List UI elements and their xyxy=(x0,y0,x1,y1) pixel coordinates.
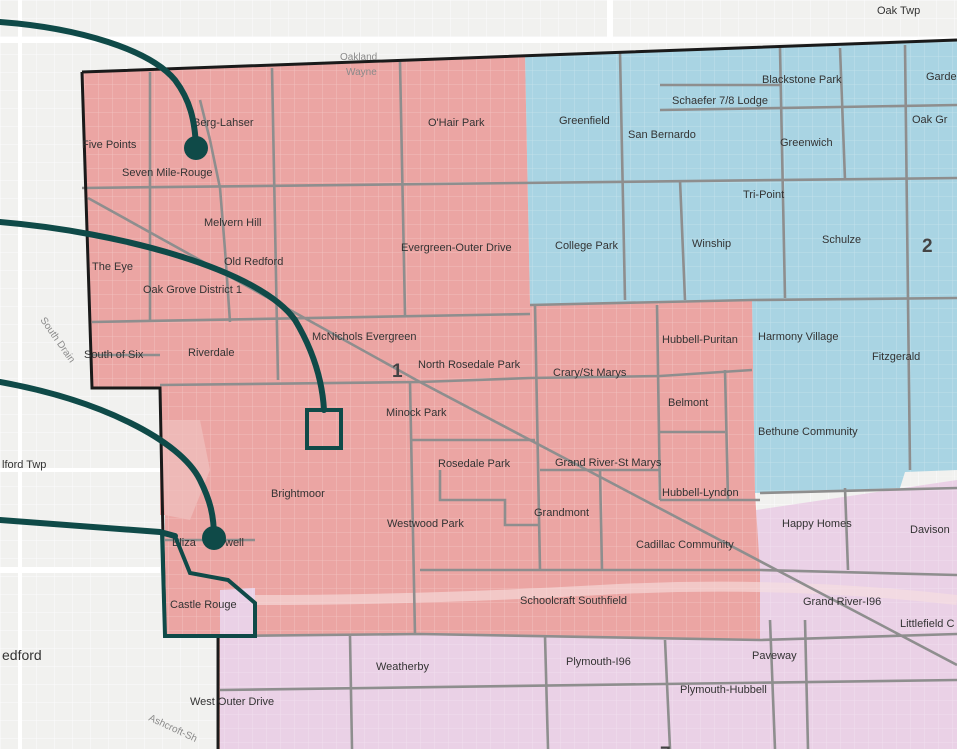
boundary-road xyxy=(903,44,912,471)
boundary-road xyxy=(438,470,540,527)
oakland-label: Oakland xyxy=(340,52,377,63)
district-7-number: 7 xyxy=(660,744,671,749)
neighborhood-label: Hubbell-Puritan xyxy=(662,334,738,346)
boundary-road xyxy=(663,639,672,749)
neighborhood-label: Greenfield xyxy=(559,115,610,127)
neighborhood-label: Schaefer 7/8 Lodge xyxy=(672,95,768,107)
neighborhood-label: Westwood Park xyxy=(387,518,464,530)
neighborhood-label: Oak Gr xyxy=(912,114,948,126)
neighborhood-label: McNichols Evergreen xyxy=(312,331,417,343)
neighborhood-label: Castle Rouge xyxy=(170,599,237,611)
neighborhood-label: Blackstone Park xyxy=(762,74,842,86)
callout-line-1 xyxy=(0,19,199,151)
boundary-road xyxy=(678,179,687,301)
neighborhood-label: Harmony Village xyxy=(758,331,839,343)
boundary-road xyxy=(219,632,957,642)
boundary-road xyxy=(768,619,777,749)
boundary-road xyxy=(219,678,957,692)
neighborhood-label: Davison xyxy=(910,524,950,536)
neighborhood-label: Hubbell-Lyndon xyxy=(662,487,739,499)
boundary-road xyxy=(759,486,957,495)
boundary-road xyxy=(723,369,730,501)
neighborhood-label: Riverdale xyxy=(188,347,234,359)
neighborhood-label: Schoolcraft Southfield xyxy=(520,595,627,607)
callout-square-brightmoor xyxy=(305,408,343,450)
neighborhood-label: Melvern Hill xyxy=(204,217,261,229)
boundary-road xyxy=(270,67,280,381)
callout-outline-castle-rouge xyxy=(159,529,257,638)
neighborhood-label: The Eye xyxy=(92,261,133,273)
neighborhood-label: Schulze xyxy=(822,234,861,246)
neighborhood-label: Minock Park xyxy=(386,407,447,419)
boundary-road xyxy=(803,619,810,749)
boundary-road xyxy=(198,99,222,189)
neighborhood-label: Old Redford xyxy=(224,256,283,268)
neighborhood-label: Oak Grove District 1 xyxy=(143,284,242,296)
neighborhood-label: O'Hair Park xyxy=(428,117,485,129)
boundary-road xyxy=(348,635,354,749)
neighborhood-label: South of Six xyxy=(84,349,144,361)
neighborhood-label: Greenwich xyxy=(780,137,833,149)
neighborhood-label: Winship xyxy=(692,238,731,250)
neighborhood-labels: Berg-Lahser Five Points Seven Mile-Rouge… xyxy=(82,71,957,708)
neighborhood-label: Bethune Community xyxy=(758,426,858,438)
callout-dot-seven-mile-rouge xyxy=(184,136,208,160)
wayne-label: Wayne xyxy=(346,67,377,78)
neighborhood-label: Weatherby xyxy=(376,661,429,673)
boundary-road xyxy=(838,47,847,181)
neighborhood-label: Cadillac Community xyxy=(636,539,734,551)
boundary-road xyxy=(543,635,550,749)
neighborhood-label: West Outer Drive xyxy=(190,696,274,708)
callout-line-3 xyxy=(0,379,217,541)
district-1-number: 1 xyxy=(392,361,403,382)
boundary-road xyxy=(529,368,753,380)
neighborhood-label: North Rosedale Park xyxy=(418,359,521,371)
neighborhood-label: Happy Homes xyxy=(782,518,852,530)
neighborhood-label: Brightmoor xyxy=(271,488,325,500)
neighborhood-label: Paveway xyxy=(752,650,797,662)
neighborhood-label: Plymouth-Hubbell xyxy=(680,684,767,696)
neighborhood-label: Grand River-St Marys xyxy=(555,457,662,469)
neighborhood-label: Plymouth-I96 xyxy=(566,656,631,668)
redford-label: edford xyxy=(2,647,42,663)
boundary-road xyxy=(843,487,850,571)
district-2-number: 2 xyxy=(922,236,933,257)
highway-band xyxy=(254,581,957,605)
boundary-road xyxy=(778,47,787,299)
neighborhood-label: San Bernardo xyxy=(628,129,696,141)
neighborhood-label: Tri-Point xyxy=(743,189,784,201)
boundary-road xyxy=(618,51,627,301)
boundary-road xyxy=(529,296,957,307)
boundary-road xyxy=(598,469,604,571)
neighborhood-label: Grand River-I96 xyxy=(803,596,881,608)
boundary-road xyxy=(759,568,957,577)
district-street-texture xyxy=(82,40,957,749)
neighborhood-label: Garde xyxy=(926,71,957,83)
boundary-road xyxy=(91,312,531,324)
boundary-road xyxy=(659,103,957,112)
neighborhood-label: Grandmont xyxy=(534,507,589,519)
neighborhood-label: Berg-Lahser xyxy=(193,117,254,129)
neighborhood-label: well xyxy=(224,537,244,549)
neighborhood-label: Crary/St Marys xyxy=(553,367,627,379)
boundary-road xyxy=(398,61,407,316)
redford-twp-label: lford Twp xyxy=(2,459,46,471)
callout-line-2 xyxy=(0,219,327,413)
neighborhood-label: Belmont xyxy=(668,397,708,409)
boundary-road xyxy=(81,176,957,190)
callout-dot-elizabeth xyxy=(202,526,226,550)
neighborhood-label: College Park xyxy=(555,240,618,252)
boundary-road xyxy=(655,304,662,501)
boundary-road xyxy=(408,381,417,636)
neighborhood-label: Rosedale Park xyxy=(438,458,511,470)
oak-twp-label: Oak Twp xyxy=(877,5,920,17)
neighborhood-label: Fitzgerald xyxy=(872,351,920,363)
neighborhood-label: Seven Mile-Rouge xyxy=(122,167,213,179)
city-boundary xyxy=(80,38,957,749)
neighborhood-label: Five Points xyxy=(82,139,137,151)
neighborhood-label: Evergreen-Outer Drive xyxy=(401,242,512,254)
boundary-road xyxy=(218,187,232,323)
neighborhood-label: Littlefield C xyxy=(900,618,954,630)
